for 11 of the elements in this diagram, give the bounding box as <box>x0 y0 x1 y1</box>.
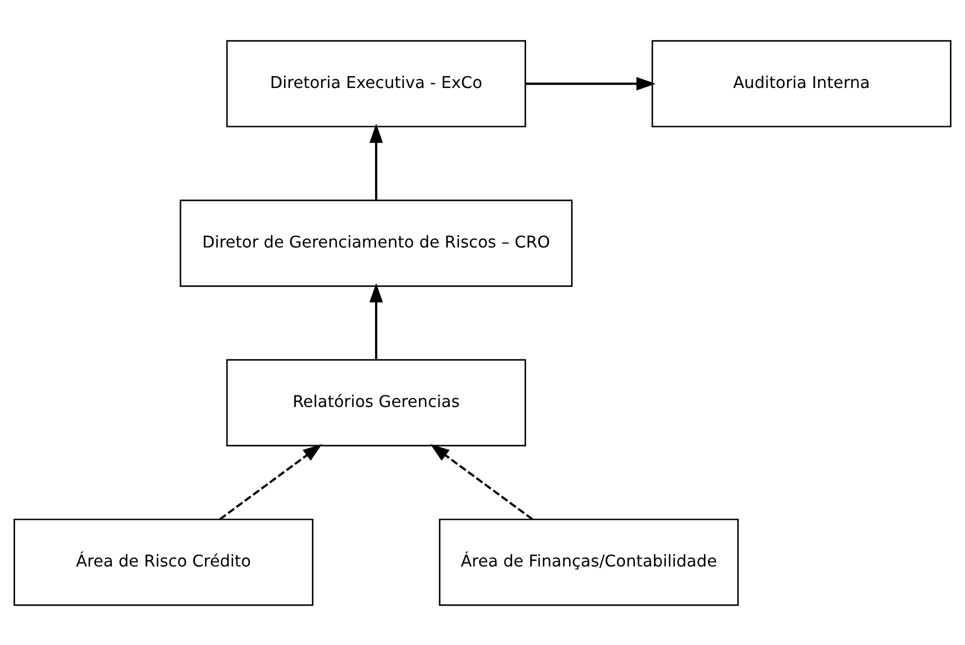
node-box: Área de Risco Crédito <box>14 518 314 606</box>
node-box: Diretor de Gerenciamento de Riscos – CRO <box>180 199 573 286</box>
arrow <box>369 123 383 200</box>
node-box: Relatórios Gerencias <box>226 358 526 446</box>
arrow <box>526 76 656 90</box>
node-box: Área de Finanças/Contabilidade <box>438 518 739 606</box>
node-box: Auditoria Interna <box>652 40 952 127</box>
arrow <box>430 443 534 520</box>
node-box: Diretoria Executiva - ExCo <box>226 40 526 127</box>
arrow <box>219 443 322 520</box>
arrow <box>369 282 383 360</box>
